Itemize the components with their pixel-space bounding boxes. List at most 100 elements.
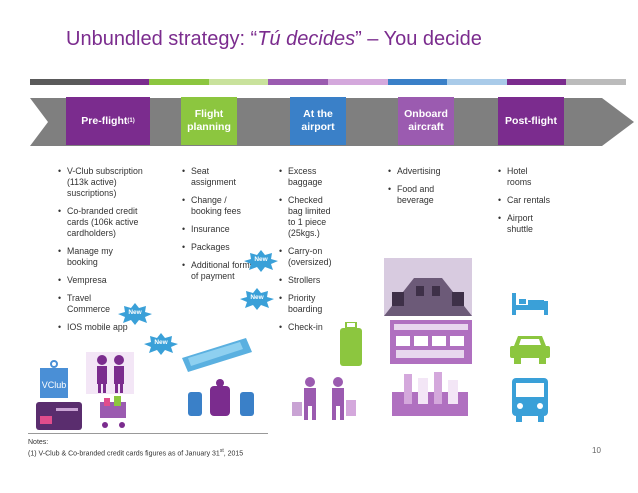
stage-postflight: Post-flight [498,97,564,145]
boarding-pass-icon [182,338,252,372]
list-item: • Insurance [182,224,274,235]
suitcase-icon [340,322,362,366]
notes-line: (1) V-Club & Co-branded credit cards fig… [28,448,244,458]
stage-at-airport: At the airport [290,97,346,145]
list-item: • Priority boarding [279,293,369,315]
onboard-list: • Advertising • Food and beverage [388,166,478,213]
bullet-icon: • [498,195,502,205]
bullet-icon: • [182,195,186,205]
page-number: 10 [592,446,601,455]
notes-divider [28,433,268,434]
new-badge-ios-app: New [144,333,178,355]
bullet-icon: • [58,246,62,256]
bullet-icon: • [279,195,283,205]
people-icon [86,352,134,394]
shopping-cart-icon [100,396,126,428]
list-item: • Additional forms of payment [182,260,274,282]
list-item-text: Check-in [288,322,323,332]
list-item: • Strollers [279,275,369,286]
svg-text:VClub: VClub [42,380,67,390]
bus-icon [512,378,548,422]
list-item-text: Food and beverage [397,184,435,205]
list-item-text: Insurance [191,224,230,234]
bullet-icon: • [279,246,283,256]
bullet-icon: • [58,293,62,303]
new-badge-packages: New [244,250,278,272]
bullet-icon: • [58,206,62,216]
travelers-icon [292,377,356,420]
bullet-icon: • [279,293,283,303]
list-item: • Change / booking fees [182,195,274,217]
list-item: • V-Club subscription (113k active) suscr… [58,166,168,199]
list-item-text: Advertising [397,166,441,176]
list-item-text: Strollers [288,275,321,285]
list-item-text: Hotel rooms [507,166,532,187]
list-item: • Airport shuttle [498,213,588,235]
list-item: •Seat assignment [182,166,274,188]
bullet-icon: • [279,166,283,176]
list-item: • Checked bag limited to 1 piece (25kgs.) [279,195,369,239]
bullet-icon: • [498,213,502,223]
list-item-text: Excess baggage [288,166,323,187]
vclub-tag-icon: VClub [40,360,68,398]
bullet-icon: • [498,166,502,176]
list-item: • Co-branded credit cards (106k active ca… [58,206,168,239]
list-item: • Advertising [388,166,478,177]
new-badge-travel-commerce: New [118,303,152,325]
new-badge-payment: New [240,288,274,310]
list-item: • Excess baggage [279,166,369,188]
list-item-text: Travel Commerce [67,293,111,314]
title-divider-rainbow [30,79,626,85]
list-item-text: Manage my booking [67,246,113,267]
planning-list: •Seat assignment•Change / booking fees•I… [182,166,274,289]
bullet-icon: • [58,275,62,285]
menu-card-icon [390,320,472,364]
list-item: • Check-in [279,322,369,333]
list-item-text: V-Club subscription (113k active) suscri… [67,166,143,198]
list-item: • IOS mobile app [58,322,168,333]
list-item: • Hotel rooms [498,166,588,188]
list-item: • Vempresa [58,275,168,286]
list-item-text: Priority boarding [288,293,323,314]
stage-preflight: Pre-flight(1) [66,97,150,145]
list-item: • Car rentals [498,195,588,206]
list-item-text: Carry-on (oversized) [288,246,332,267]
bullet-icon: • [58,322,62,332]
bullet-icon: • [182,242,186,252]
bullet-icon: • [279,322,283,332]
stage-onboard: Onboard aircraft [398,97,454,145]
list-item: • Manage my booking [58,246,168,268]
bullet-icon: • [182,224,186,234]
list-item-text: Co-branded credit cards (106k active car… [67,206,139,238]
list-item: • Carry-on (oversized) [279,246,369,268]
bullet-icon: • [58,166,62,176]
list-item-text: Packages [191,242,230,252]
credit-card-icon [36,402,82,430]
cabin-photo [384,258,472,316]
list-item: • Travel Commerce [58,293,168,315]
list-item-text: Airport shuttle [507,213,533,234]
list-item-text: Vempresa [67,275,107,285]
page-title: Unbundled strategy: “Tú decides” – You d… [66,28,482,50]
seat-icon [188,379,254,416]
notes-heading: Notes: [28,439,49,446]
car-icon [510,336,550,364]
list-item-text: Car rentals [507,195,551,205]
list-item-text: Change / booking fees [191,195,241,216]
list-item-text: Additional forms of payment [191,260,255,281]
bullet-icon: • [279,275,283,285]
airport-list: • Excess baggage • Checked bag limited to 1… [279,166,369,340]
postflight-list: • Hotel rooms • Car rentals • Airport shuttle [498,166,588,242]
bottles-icon [392,372,468,416]
list-item: • Food and beverage [388,184,478,206]
list-item: • Packages [182,242,274,253]
bullet-icon: • [388,184,392,194]
list-item-text: Checked bag limited to 1 piece (25kgs.) [288,195,331,238]
bed-icon [512,293,548,315]
list-item-text: IOS mobile app [67,322,128,332]
footnotes: Notes: (1) V-Club & Co-branded credit ca… [28,438,243,458]
bullet-icon: • [182,166,186,176]
preflight-list: • V-Club subscription (113k active) suscr… [58,166,168,340]
bullet-icon: • [182,260,186,270]
bullet-icon: • [388,166,392,176]
